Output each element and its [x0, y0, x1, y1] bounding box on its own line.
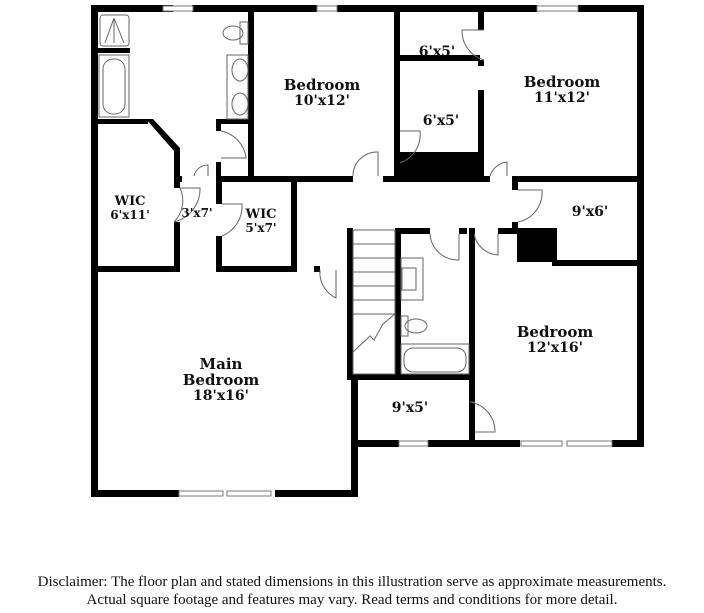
sink-icon	[400, 257, 424, 301]
room-label-wic-1: WIC 6'x11'	[110, 195, 150, 221]
room-name: WIC	[245, 207, 277, 222]
bathtub-icon	[400, 343, 470, 375]
room-dims: 9'x5'	[391, 400, 429, 416]
room-label-wic-2: WIC 5'x7'	[245, 208, 276, 234]
double-vanity-icon	[226, 54, 249, 120]
room-label-closet-a: 6'x5'	[419, 45, 455, 60]
fixtures	[98, 14, 470, 375]
floor-plan	[91, 5, 644, 497]
room-name: Bedroom	[516, 323, 594, 341]
room-dims: 6'x11'	[110, 207, 150, 222]
bathtub-icon	[98, 54, 130, 118]
room-label-9x6: 9'x6'	[572, 205, 608, 220]
shower-icon	[99, 14, 130, 47]
room-label-bedroom-3: Bedroom 12'x16'	[516, 323, 594, 356]
room-label-9x5: 9'x5'	[392, 401, 428, 416]
room-dims: 6'x5'	[418, 44, 456, 60]
room-dims: 5'x7'	[245, 220, 277, 235]
room-name-line1: Main	[199, 355, 243, 373]
room-dims: 11'x12'	[534, 89, 590, 106]
room-dims: 18'x16'	[193, 387, 249, 404]
room-name: WIC	[114, 194, 146, 209]
room-label-hall-3x7: 3'x7'	[181, 207, 212, 220]
room-dims: 10'x12'	[294, 92, 350, 109]
disclaimer: Disclaimer: The floor plan and stated di…	[0, 573, 704, 609]
walls	[91, 5, 644, 497]
room-dims: 12'x16'	[527, 339, 583, 356]
toilet-icon	[400, 315, 428, 337]
room-label-closet-b: 6'x5'	[423, 114, 459, 129]
windows	[162, 5, 613, 497]
room-dims: 3'x7'	[181, 206, 213, 220]
room-dims: 9'x6'	[571, 204, 609, 220]
door-swings	[173, 29, 543, 433]
room-name: Bedroom	[523, 73, 601, 91]
room-name: Bedroom	[283, 76, 361, 94]
disclaimer-line-1: Disclaimer: The floor plan and stated di…	[37, 574, 667, 590]
room-name-line2: Bedroom	[182, 370, 260, 389]
disclaimer-line-2: Actual square footage and features may v…	[86, 592, 618, 608]
room-label-main-bedroom: Main Bedroom 18'x16'	[182, 355, 260, 404]
stairs-icon	[352, 229, 396, 375]
toilet-icon	[222, 21, 249, 45]
room-dims: 6'x5'	[422, 113, 460, 129]
room-label-bedroom-2: Bedroom 11'x12'	[523, 73, 601, 106]
room-label-bedroom-1: Bedroom 10'x12'	[283, 76, 361, 109]
